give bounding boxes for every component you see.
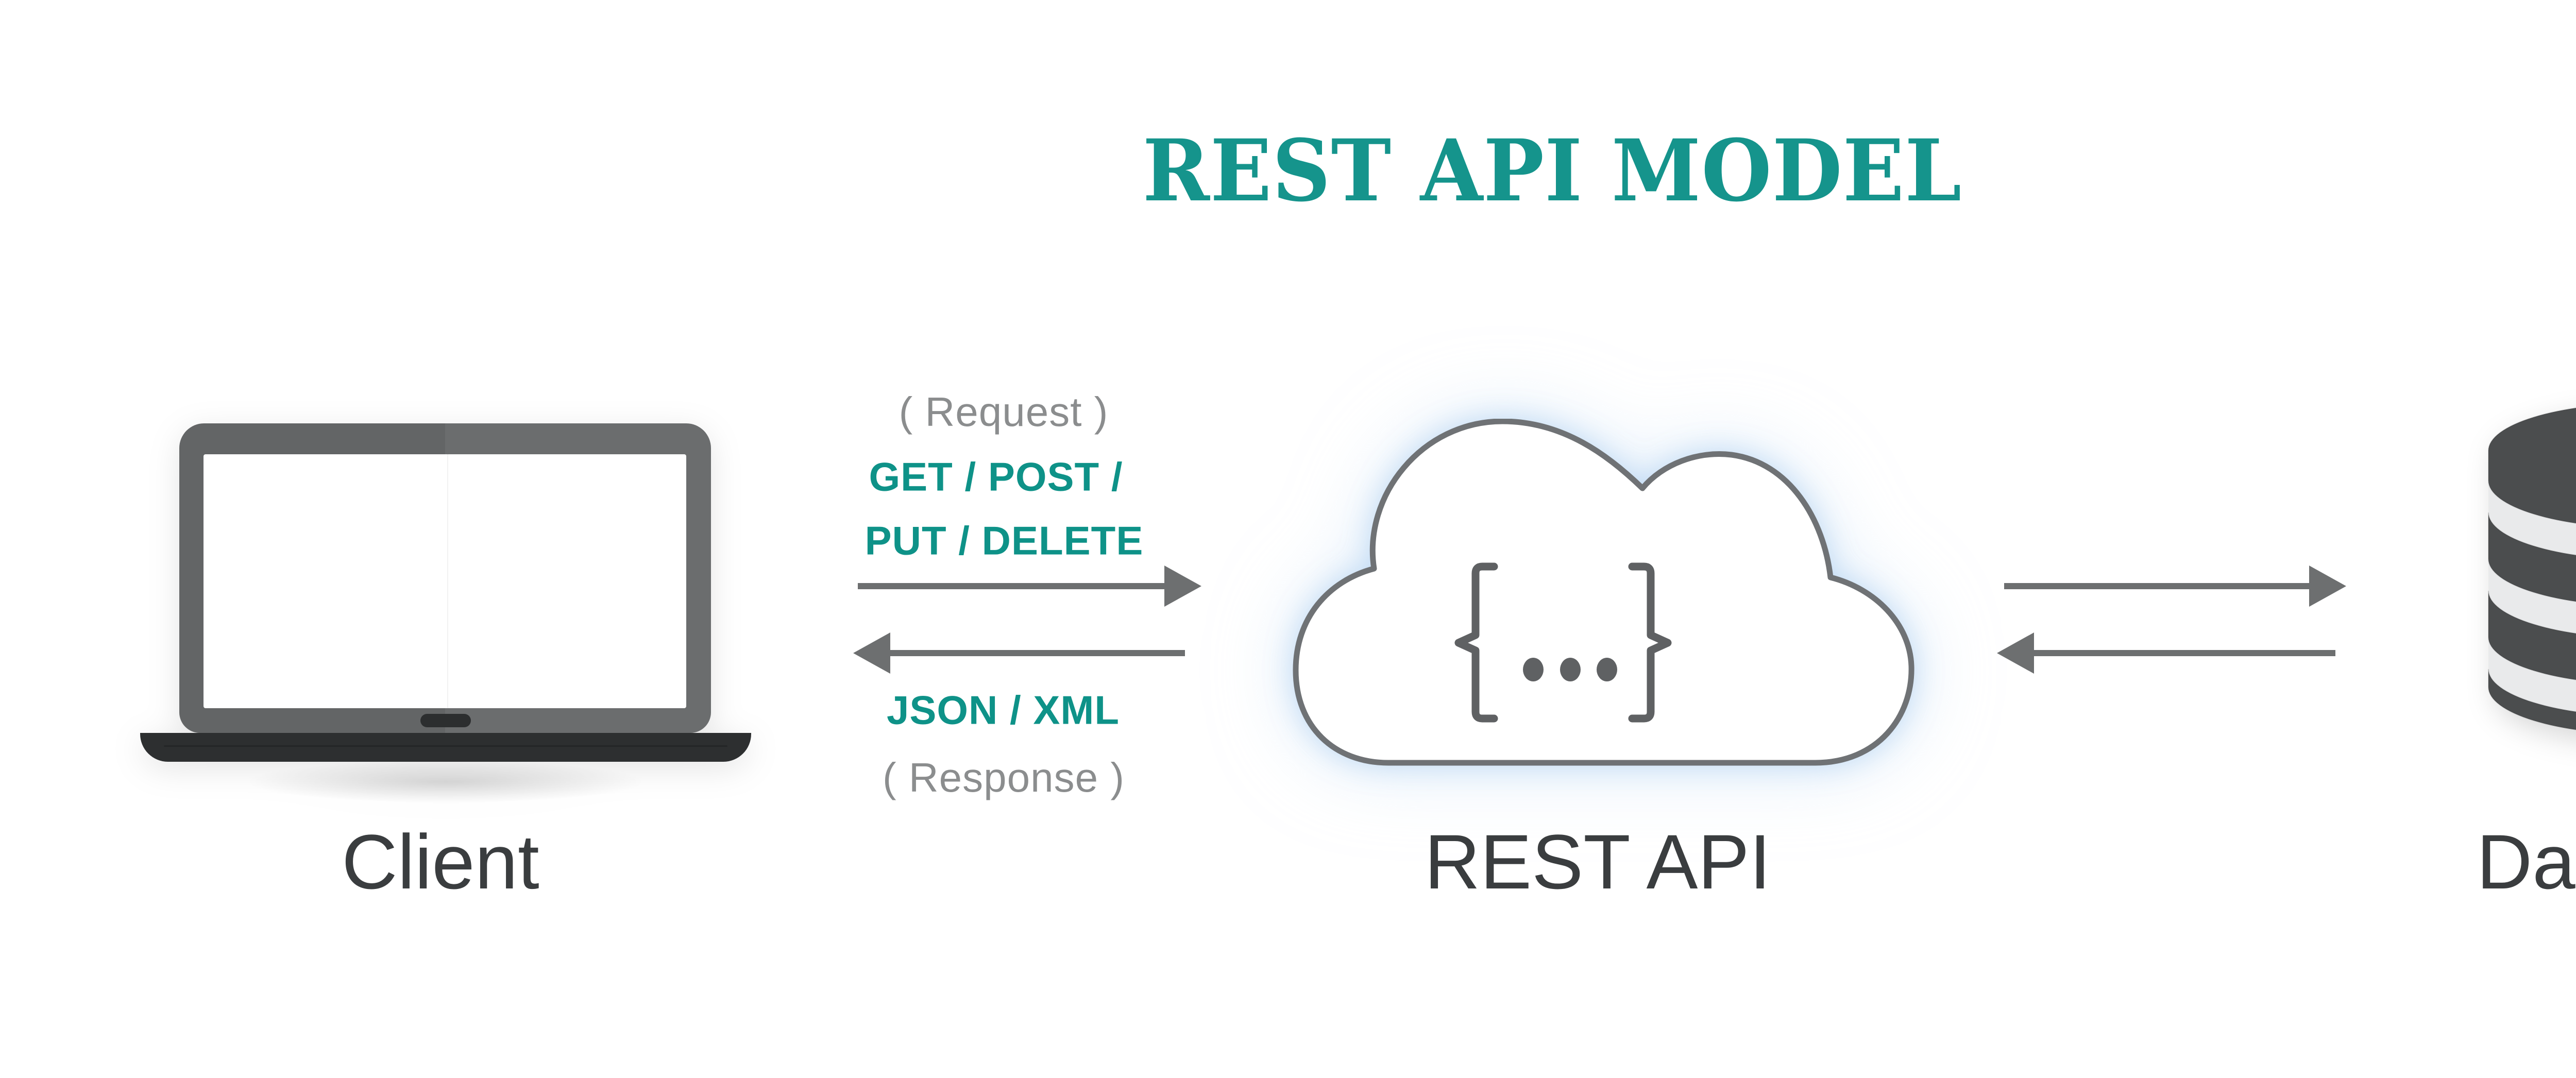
- laptop-base: [140, 733, 751, 762]
- api-node-label: REST API: [1424, 818, 1771, 905]
- laptop-screen: [204, 454, 686, 708]
- database-icon: [2488, 407, 2576, 730]
- laptop-icon: [140, 423, 751, 825]
- ellipsis-dots-icon: [1523, 658, 1617, 681]
- laptop-hinge-notch: [420, 714, 471, 727]
- code-braces-icon: [1454, 562, 1672, 723]
- database-node-label: Database: [2476, 818, 2576, 905]
- response-annotation: ( Response ): [883, 755, 1125, 800]
- response-formats: JSON / XML: [886, 687, 1120, 733]
- request-methods-line1: GET / POST /: [869, 454, 1123, 500]
- client-node-label: Client: [342, 818, 539, 905]
- laptop-screen-seam: [447, 454, 448, 708]
- request-methods-line2: PUT / DELETE: [865, 518, 1144, 563]
- request-annotation: ( Request ): [899, 389, 1109, 435]
- cloud-icon: [1293, 419, 1914, 766]
- page-title: REST API MODEL: [1142, 121, 1962, 220]
